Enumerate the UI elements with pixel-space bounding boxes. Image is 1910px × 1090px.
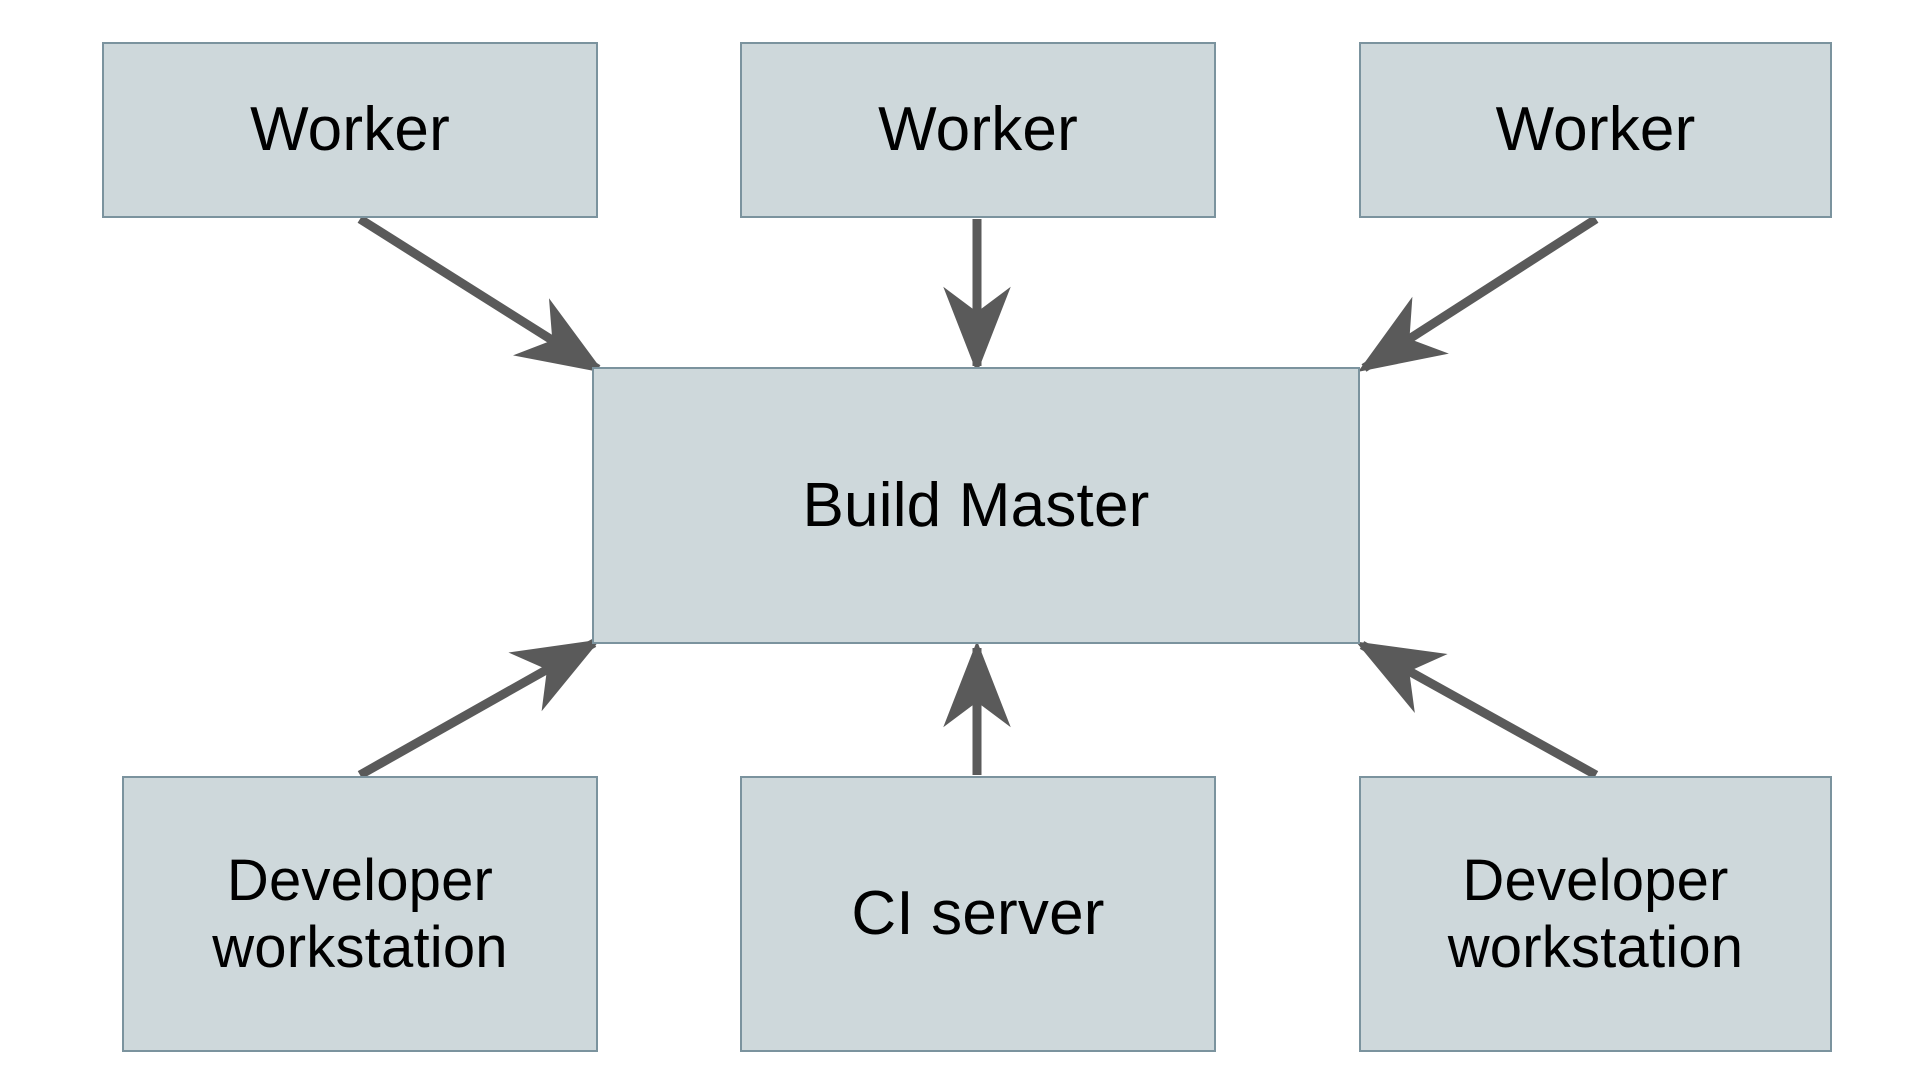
node-label-worker-center: Worker (878, 95, 1078, 165)
node-label-ci-server: CI server (851, 879, 1105, 949)
node-worker-center[interactable]: Worker (740, 42, 1216, 218)
node-label-developer-workstation-right: Developer workstation (1447, 847, 1744, 980)
node-developer-workstation-left[interactable]: Developer workstation (122, 776, 598, 1052)
edge-worker-right-to-master (1357, 215, 1599, 372)
node-label-build-master: Build Master (802, 470, 1150, 540)
node-worker-left[interactable]: Worker (102, 42, 598, 218)
node-label-developer-workstation-left: Developer workstation (212, 847, 508, 980)
edge-dev-right-to-master (1355, 641, 1599, 779)
node-label-worker-left: Worker (250, 95, 450, 165)
node-developer-workstation-right[interactable]: Developer workstation (1359, 776, 1832, 1052)
edge-dev-left-to-master (357, 639, 601, 779)
edge-worker-left-to-master (357, 215, 605, 373)
node-build-master[interactable]: Build Master (592, 367, 1360, 644)
node-worker-right[interactable]: Worker (1359, 42, 1832, 218)
node-ci-server[interactable]: CI server (740, 776, 1216, 1052)
node-label-worker-right: Worker (1495, 95, 1696, 165)
